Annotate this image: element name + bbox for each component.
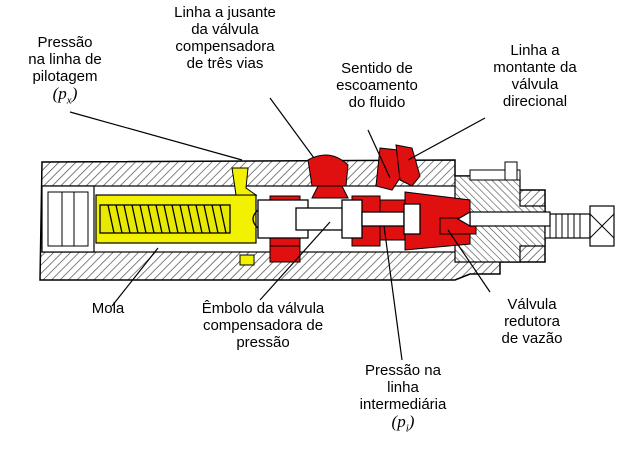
label-flow-direction: Sentido de escoamento do fluido <box>322 60 432 111</box>
label-downstream-line: Linha a jusante da válvula compensadora … <box>150 4 300 72</box>
spring <box>100 205 230 233</box>
label-intermediate-pressure: Pressão na linha intermediária (pi) <box>348 362 458 437</box>
flow-reducer-needle <box>458 212 550 226</box>
label-pilot-pressure: Pressão na linha de pilotagem (px) <box>10 34 120 109</box>
intermediate-pressure-symbol: (pi) <box>348 413 458 437</box>
end-plug <box>42 186 94 252</box>
label-piston: Êmbolo da válvula compensadora de pressã… <box>178 300 348 351</box>
label-spring: Mola <box>78 300 138 317</box>
pilot-pressure-symbol: (px) <box>10 85 120 109</box>
label-flow-reducer: Válvula redutora de vazão <box>482 296 582 347</box>
label-upstream-line: Linha a montante da válvula direcional <box>470 42 600 110</box>
